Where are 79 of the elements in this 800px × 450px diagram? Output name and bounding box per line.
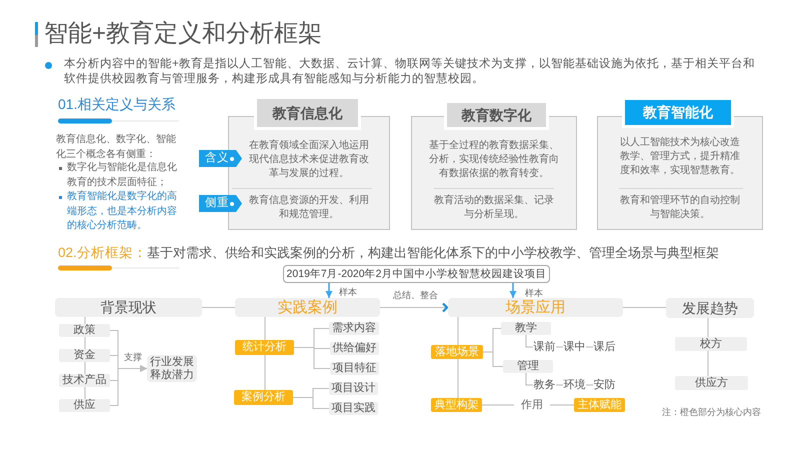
- item-box: 校方: [675, 337, 747, 351]
- stage-box: 场景应用: [448, 298, 623, 317]
- pointer-tag: [199, 150, 242, 167]
- section-heading: 02.分析框架：: [58, 245, 147, 261]
- section-heading: 01.相关定义与关系: [58, 95, 176, 113]
- connector-line: [526, 334, 534, 348]
- item-box: 项目实践: [329, 402, 378, 415]
- card-heading: 教育信息化: [254, 96, 361, 130]
- intro-text: 本分析内容中的智能+教育是指以人工智能、大数据、云计算、物联网等关键技术为支撑，以智能基础设施为依托，基于相关平台和软件提供校园教育与管理服务，构建形成具有智能感知与分析能力的智慧校园。: [64, 57, 756, 86]
- item-box: 技术产品: [59, 374, 110, 387]
- item-text: 环境: [563, 378, 586, 392]
- connector-line: [556, 346, 564, 348]
- stage-box: 发展趋势: [666, 298, 754, 318]
- arrow: [380, 302, 448, 313]
- item-box: 项目设计: [329, 382, 378, 395]
- card-text: 教育信息资源的开发、利用和规范管理。: [248, 194, 370, 222]
- connector-line: [586, 384, 594, 386]
- item-box: 政策: [59, 324, 110, 337]
- bullet-text: 教育智能化是数字化的高端形态，也是本分析内容的核心分析范畴。: [67, 190, 178, 233]
- info-card: [228, 96, 390, 230]
- outcome-box: 行业发展释放潜力: [147, 355, 197, 382]
- tag-text: 侧重: [205, 196, 229, 211]
- subtitle-text: 基于对需求、供给和实践案例的分析，构建出智能化体系下的中小学校教学、管理全场景与典型框架: [147, 245, 719, 261]
- connector-line: [622, 307, 666, 308]
- highlight-box: 案例分析: [234, 390, 293, 405]
- item-text: 课中: [563, 340, 586, 354]
- item-text: 教务: [533, 378, 556, 392]
- connector-line: [84, 386, 86, 400]
- connector-line: [556, 384, 564, 386]
- card-heading: 教育智能化: [622, 97, 734, 128]
- item-text: 课后: [593, 340, 616, 354]
- arrow: [110, 365, 148, 406]
- card-text: 基于全过程的教育数据采集、分析，实现传统经验性教育向有数据依据的教育转变。: [428, 139, 560, 181]
- connector-line: [526, 372, 534, 386]
- edge-label: 总结、整合: [392, 289, 439, 301]
- connector-line: [264, 316, 266, 340]
- connector-line: [292, 397, 330, 409]
- highlight-box: 典型构架: [431, 398, 482, 412]
- item-box: 资金: [59, 349, 110, 362]
- item-box: 供应方: [675, 376, 748, 390]
- edge-label: 样本: [524, 287, 544, 299]
- highlight-box: 主体赋能: [574, 398, 625, 412]
- edge-label: 样本: [338, 286, 358, 298]
- bullet-text: 数字化与智能化是信息化教育的技术层面特征；: [67, 161, 178, 190]
- item-box: 教学: [501, 322, 551, 335]
- connector-line: [264, 354, 266, 390]
- connector-line: [586, 346, 594, 348]
- arrow: [510, 283, 516, 298]
- stage-box: 实践案例: [235, 298, 380, 317]
- edge-label: 作用: [514, 398, 550, 412]
- body-text: 教育信息化、数字化、智能化三个概念各有侧重：: [56, 133, 177, 162]
- highlight-box: 统计分析: [235, 340, 294, 355]
- item-text: 课前: [533, 340, 556, 354]
- stage-box: 背景现状: [55, 298, 202, 317]
- item-text: 安防: [593, 378, 616, 392]
- connector-line: [84, 362, 86, 374]
- edge-label: 支撑: [123, 351, 143, 363]
- slide-title: 智能+教育定义和分析框架: [44, 19, 322, 49]
- item-box: 需求内容: [329, 322, 379, 335]
- connector-line: [202, 307, 236, 308]
- card-heading: 教育数字化: [444, 100, 549, 130]
- connector-line: [84, 336, 86, 350]
- pointer-tag: [199, 195, 242, 212]
- item-box: 项目特征: [330, 362, 379, 375]
- item-box: 管理: [503, 360, 553, 373]
- project-box: 2019年7月-2020年2月中国中小学校智慧校园建设项目: [283, 265, 550, 283]
- card-text: 教育活动的数据采集、记录与分析呈现。: [433, 194, 555, 222]
- item-box: 供给偏好: [330, 342, 379, 355]
- card-text: 在教育领域全面深入地运用现代信息技术来促进教育改革与发展的过程。: [248, 139, 370, 181]
- connector-line: [482, 352, 504, 367]
- connector-line: [294, 347, 330, 369]
- card-text: 以人工智能技术为核心改造教学、管理方式，提升精准度和效率，实现智慧教育。: [619, 136, 741, 178]
- connector-line: [84, 316, 86, 324]
- card-text: 教育和管理环节的自动控制与智能决策。: [619, 194, 741, 222]
- arrow: [326, 283, 332, 298]
- tag-text: 含义: [205, 150, 229, 166]
- item-box: 供应: [59, 399, 110, 412]
- highlight-box: 落地场景: [431, 345, 483, 359]
- note-text: 注：橙色部分为核心内容: [662, 406, 761, 418]
